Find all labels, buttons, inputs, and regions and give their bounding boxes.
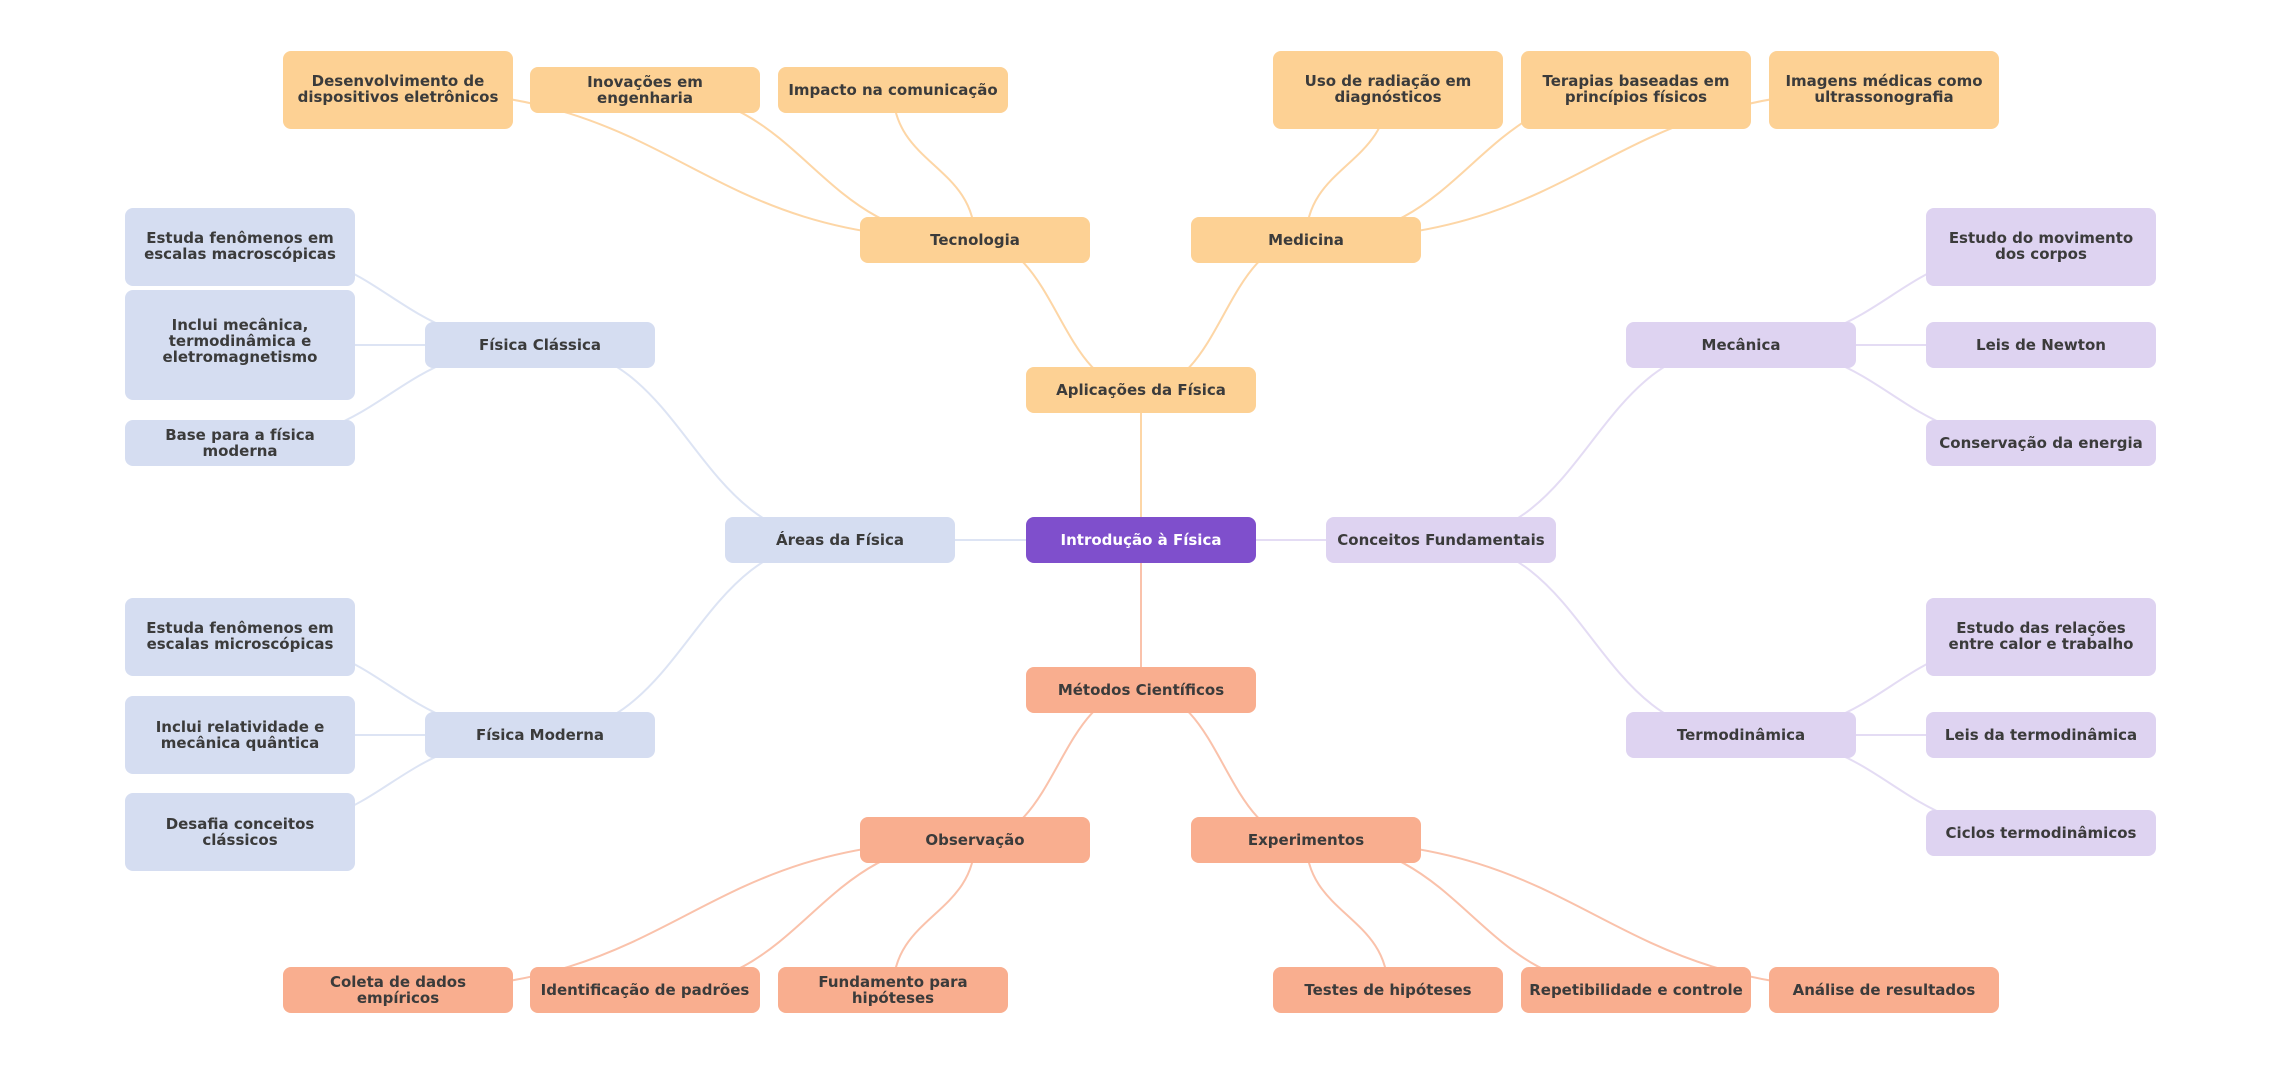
leaf-uso-radiacao[interactable]: Uso de radiação em diagnósticos xyxy=(1273,51,1503,129)
connector-areas-moderna xyxy=(539,539,841,736)
leaf-terapias-principios-fisicos[interactable]: Terapias baseadas em princípios físicos xyxy=(1521,51,1751,129)
node-experimentos[interactable]: Experimentos xyxy=(1191,817,1421,863)
leaf-inclui-mecanica-termo-eletro[interactable]: Inclui mecânica, termodinâmica e eletrom… xyxy=(125,290,355,400)
node-areas-da-fisica[interactable]: Áreas da Física xyxy=(725,517,955,563)
leaf-base-fisica-moderna[interactable]: Base para a física moderna xyxy=(125,420,355,466)
node-medicina[interactable]: Medicina xyxy=(1191,217,1421,263)
leaf-escalas-macroscopicas[interactable]: Estuda fenômenos em escalas macroscópica… xyxy=(125,208,355,286)
node-fisica-classica[interactable]: Física Clássica xyxy=(425,322,655,368)
leaf-repetibilidade-controle[interactable]: Repetibilidade e controle xyxy=(1521,967,1751,1013)
leaf-relatividade-quantica[interactable]: Inclui relatividade e mecânica quântica xyxy=(125,696,355,774)
leaf-impacto-comunicacao[interactable]: Impacto na comunicação xyxy=(778,67,1008,113)
leaf-coleta-dados[interactable]: Coleta de dados empíricos xyxy=(283,967,513,1013)
leaf-desenvolvimento-dispositivos[interactable]: Desenvolvimento de dispositivos eletrôni… xyxy=(283,51,513,129)
leaf-ciclos-termodinamicos[interactable]: Ciclos termodinâmicos xyxy=(1926,810,2156,856)
leaf-escalas-microscopicas[interactable]: Estuda fenômenos em escalas microscópica… xyxy=(125,598,355,676)
node-observacao[interactable]: Observação xyxy=(860,817,1090,863)
leaf-conservacao-energia[interactable]: Conservação da energia xyxy=(1926,420,2156,466)
node-tecnologia[interactable]: Tecnologia xyxy=(860,217,1090,263)
node-root-introducao-fisica[interactable]: Introdução à Física xyxy=(1026,517,1256,563)
node-aplicacoes-da-fisica[interactable]: Aplicações da Física xyxy=(1026,367,1256,413)
leaf-calor-trabalho[interactable]: Estudo das relações entre calor e trabal… xyxy=(1926,598,2156,676)
leaf-leis-newton[interactable]: Leis de Newton xyxy=(1926,322,2156,368)
node-mecanica[interactable]: Mecânica xyxy=(1626,322,1856,368)
connector-experimentos-exp_1 xyxy=(1305,839,1389,991)
connector-areas-classica xyxy=(539,344,841,541)
leaf-desafia-conceitos-classicos[interactable]: Desafia conceitos clássicos xyxy=(125,793,355,871)
leaf-imagens-medicas[interactable]: Imagens médicas como ultrassonografia xyxy=(1769,51,1999,129)
leaf-testes-hipoteses[interactable]: Testes de hipóteses xyxy=(1273,967,1503,1013)
leaf-identificacao-padroes[interactable]: Identificação de padrões xyxy=(530,967,760,1013)
node-conceitos-fundamentais[interactable]: Conceitos Fundamentais xyxy=(1326,517,1556,563)
leaf-inovacoes-engenharia[interactable]: Inovações em engenharia xyxy=(530,67,760,113)
leaf-movimento-corpos[interactable]: Estudo do movimento dos corpos xyxy=(1926,208,2156,286)
node-metodos-cientificos[interactable]: Métodos Científicos xyxy=(1026,667,1256,713)
connector-conceitos-mecanica xyxy=(1440,344,1742,541)
leaf-analise-resultados[interactable]: Análise de resultados xyxy=(1769,967,1999,1013)
node-fisica-moderna[interactable]: Física Moderna xyxy=(425,712,655,758)
leaf-fundamento-hipoteses[interactable]: Fundamento para hipóteses xyxy=(778,967,1008,1013)
connector-observacao-obs_3 xyxy=(892,839,976,991)
leaf-leis-termodinamica[interactable]: Leis da termodinâmica xyxy=(1926,712,2156,758)
node-termodinamica[interactable]: Termodinâmica xyxy=(1626,712,1856,758)
connector-conceitos-termo xyxy=(1440,539,1742,736)
connector-tecnologia-tec_3 xyxy=(892,89,976,241)
